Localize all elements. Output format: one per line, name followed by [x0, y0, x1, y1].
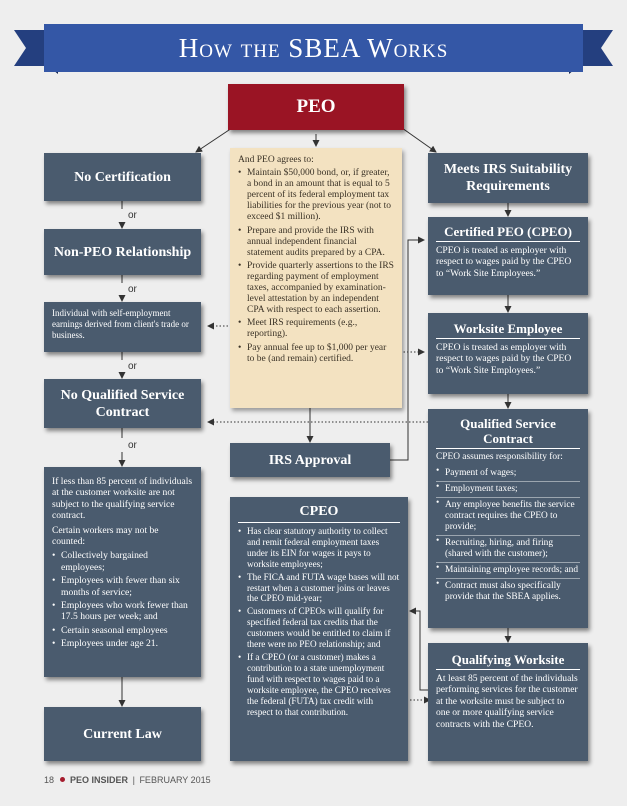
footer: 18 PEO INSIDER | FEBRUARY 2015 — [44, 775, 211, 785]
list-item: Collectively bargained employees; — [52, 550, 193, 573]
issue-date: FEBRUARY 2015 — [139, 775, 211, 785]
list-item: Any employee benefits the service contra… — [436, 497, 580, 533]
peo-agrees-box: And PEO agrees to: Maintain $50,000 bond… — [230, 148, 402, 408]
or-label: or — [128, 440, 137, 451]
qsc-intro: CPEO assumes responsibility for: — [436, 452, 563, 462]
meets-irs-suitability-box: Meets IRS Suitability Requirements — [428, 153, 588, 203]
qsc-title: Qualified Service Contract — [460, 416, 556, 446]
current-law-box: Current Law — [44, 707, 201, 761]
cpeo-box: CPEO Has clear statutory authority to co… — [230, 497, 408, 761]
page-number: 18 — [44, 775, 55, 785]
qualifying-worksite-body: At least 85 percent of the individuals p… — [436, 673, 578, 730]
if-less-than-85-box: If less than 85 percent of individuals a… — [44, 467, 201, 677]
if-less-intro: If less than 85 percent of individuals a… — [52, 476, 193, 522]
non-peo-relationship-box: Non-PEO Relationship — [44, 229, 201, 275]
list-item: Maintaining employee records; and — [436, 562, 580, 576]
divider — [238, 522, 400, 523]
agrees-intro: And PEO agrees to: — [238, 155, 314, 165]
divider — [436, 448, 580, 449]
list-item: Payment of wages; — [436, 466, 580, 479]
qualifying-worksite-box: Qualifying Worksite At least 85 percent … — [428, 643, 588, 761]
divider — [436, 338, 580, 339]
no-qualified-service-contract-box: No Qualified Service Contract — [44, 379, 201, 428]
no-certification-box: No Certification — [44, 153, 201, 201]
list-item: Has clear statutory authority to collect… — [238, 526, 400, 570]
list-item: Pay annual fee up to $1,000 per year to … — [238, 343, 394, 365]
excluded-workers-list: Collectively bargained employees; Employ… — [52, 550, 193, 650]
list-item: Contract must also specifically provide … — [436, 578, 580, 603]
qsc-list: Payment of wages; Employment taxes; Any … — [436, 466, 580, 603]
irs-approval-box: IRS Approval — [230, 443, 390, 477]
or-label: or — [128, 361, 137, 372]
banner-title: How the SBEA Works — [178, 32, 449, 63]
cpeo-list: Has clear statutory authority to collect… — [238, 526, 400, 717]
certified-peo-title: Certified PEO (CPEO) — [444, 224, 572, 239]
peo-box: PEO — [228, 84, 404, 130]
qualified-service-contract-box: Qualified Service Contract CPEO assumes … — [428, 409, 588, 628]
list-item: Customers of CPEOs will qualify for spec… — [238, 606, 400, 650]
peo-label: PEO — [296, 96, 336, 117]
certified-peo-box: Certified PEO (CPEO) CPEO is treated as … — [428, 217, 588, 295]
cpeo-title: CPEO — [299, 504, 339, 519]
banner-ribbon — [14, 24, 613, 74]
or-label: or — [128, 284, 137, 295]
certified-peo-body: CPEO is treated as employer with respect… — [436, 245, 572, 279]
self-employment-box: Individual with self-employment earnings… — [44, 302, 201, 352]
agrees-list: Maintain $50,000 bond, or, if greater, a… — [238, 168, 394, 365]
list-item: Prepare and provide the IRS with annual … — [238, 226, 394, 259]
worksite-employee-body: CPEO is treated as employer with respect… — [436, 342, 572, 376]
or-label: or — [128, 210, 137, 221]
worksite-employee-title: Worksite Employee — [453, 321, 563, 336]
magazine-name: PEO INSIDER — [70, 775, 129, 785]
certain-workers-text: Certain workers may not be counted: — [52, 524, 159, 548]
list-item: Certain seasonal employees — [52, 625, 193, 637]
list-item: Recruiting, hiring, and firing (shared w… — [436, 535, 580, 560]
list-item: Provide quarterly assertions to the IRS … — [238, 261, 394, 316]
list-item: Meet IRS requirements (e.g., reporting). — [238, 318, 394, 340]
qualifying-worksite-title: Qualifying Worksite — [451, 652, 565, 667]
divider — [436, 669, 580, 670]
list-item: Employees under age 21. — [52, 638, 193, 650]
footer-separator: | — [132, 775, 135, 785]
list-item: Maintain $50,000 bond, or, if greater, a… — [238, 168, 394, 223]
worksite-employee-box: Worksite Employee CPEO is treated as emp… — [428, 313, 588, 394]
list-item: Employees who work fewer than 17.5 hours… — [52, 600, 193, 623]
list-item: If a CPEO (or a customer) makes a contri… — [238, 652, 400, 717]
bullet-dot-icon — [59, 777, 65, 782]
list-item: Employees with fewer than six months of … — [52, 575, 193, 598]
list-item: The FICA and FUTA wage bases will not re… — [238, 572, 400, 605]
list-item: Employment taxes; — [436, 481, 580, 495]
divider — [436, 241, 580, 242]
